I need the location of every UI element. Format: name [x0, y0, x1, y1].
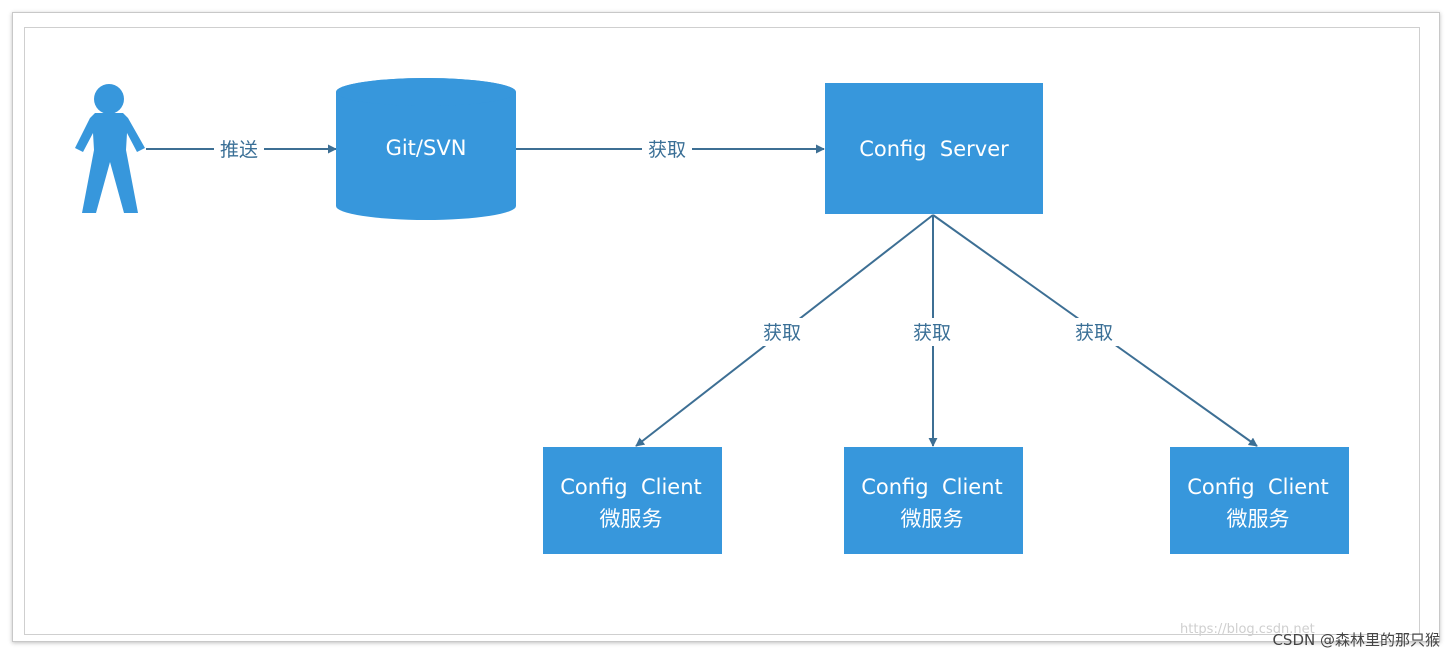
edge-label-fetch: 获取	[763, 322, 801, 344]
client-title: Config Client	[560, 475, 702, 499]
person-icon	[75, 84, 145, 213]
config-client-node	[844, 447, 1023, 554]
config-server-node	[825, 83, 1043, 214]
client-subtitle: 微服务	[600, 507, 663, 531]
edge-label-bg	[1068, 318, 1120, 346]
edge-label-bg	[756, 318, 808, 346]
edge-label-fetch: 获取	[1075, 322, 1113, 344]
client-title: Config Client	[1187, 475, 1329, 499]
config-client-node	[1170, 447, 1349, 554]
client-subtitle: 微服务	[1227, 507, 1290, 531]
edge-label-bg	[214, 136, 264, 162]
watermark-text: CSDN @森林里的那只猴	[1272, 631, 1440, 649]
client-subtitle: 微服务	[901, 507, 964, 531]
watermark-url: https://blog.csdn.net	[1180, 622, 1315, 637]
client-title: Config Client	[861, 475, 1003, 499]
edge-label-bg	[642, 136, 692, 162]
repository-cylinder	[336, 78, 516, 220]
repository-label: Git/SVN	[386, 136, 467, 160]
edge-label-push: 推送	[220, 139, 258, 161]
edge-label-bg	[906, 318, 958, 346]
config-server-label: Config Server	[859, 137, 1009, 161]
edge-label-fetch: 获取	[913, 322, 951, 344]
edge-label-fetch: 获取	[648, 139, 686, 161]
config-client-node	[543, 447, 722, 554]
diagram-border	[24, 27, 1420, 635]
